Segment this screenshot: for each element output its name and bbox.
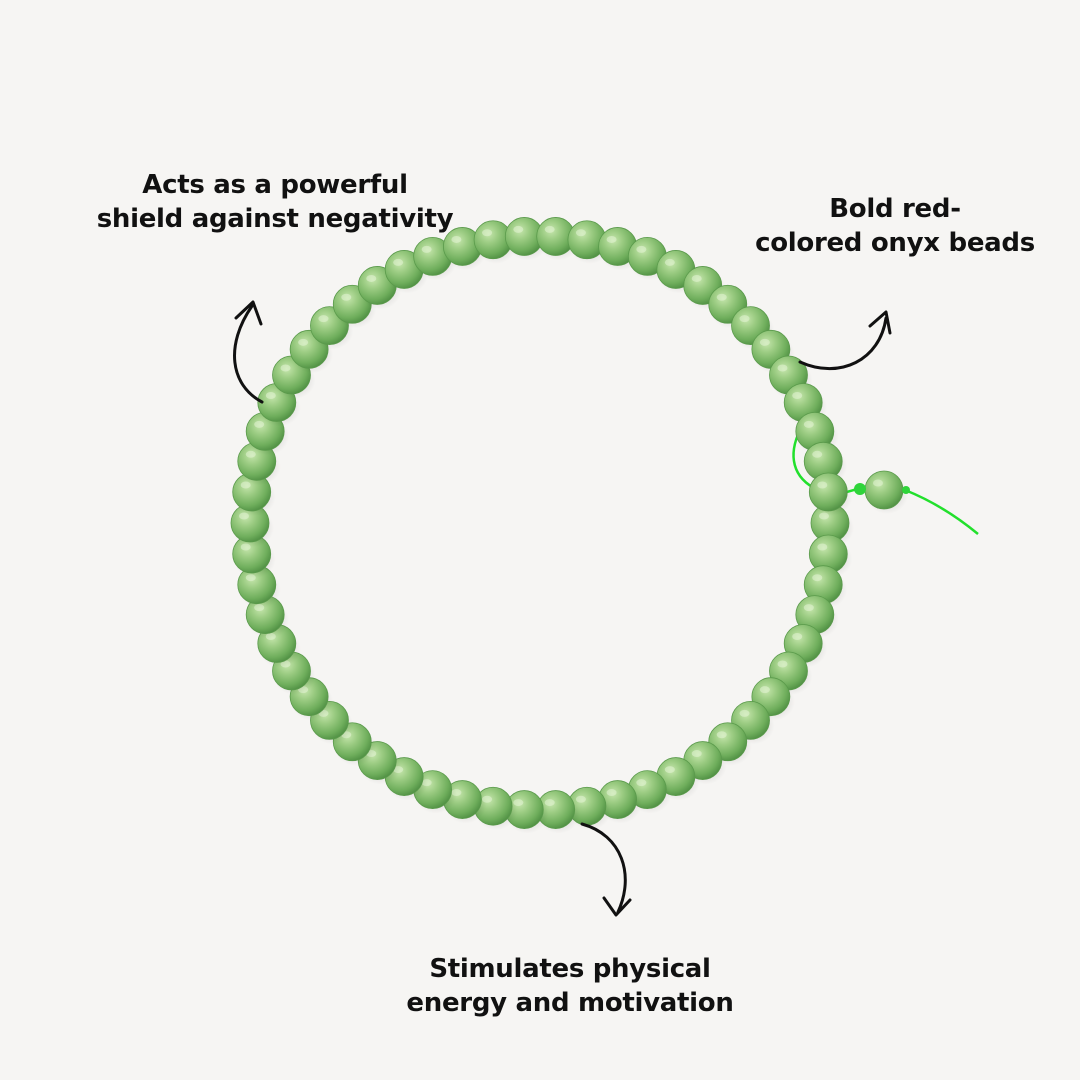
callout-onyx-line1: Bold red- xyxy=(829,194,961,224)
bead-highlight xyxy=(575,229,586,237)
thread-knot xyxy=(854,483,866,495)
bead-highlight xyxy=(393,258,404,266)
bead-highlight xyxy=(544,799,555,807)
bead-highlight xyxy=(482,229,493,237)
guru-bead xyxy=(864,470,904,510)
bead-highlight xyxy=(817,543,828,551)
bead-highlight xyxy=(341,293,352,301)
bead-highlight xyxy=(812,450,823,458)
bead-highlight xyxy=(739,709,750,717)
bead-highlight xyxy=(803,420,814,428)
bead-highlight xyxy=(691,750,702,758)
jade-bead xyxy=(808,472,848,512)
callout-onyx-line2: colored onyx beads xyxy=(755,228,1035,258)
callout-shield-line1: Acts as a powerful xyxy=(142,170,408,200)
bead-highlight xyxy=(265,391,276,399)
bead-highlight xyxy=(716,293,727,301)
bead-highlight xyxy=(759,338,770,346)
callout-energy: Stimulates physical energy and motivatio… xyxy=(380,952,760,1020)
bead-highlight xyxy=(777,364,788,372)
bead-highlight xyxy=(298,338,309,346)
bead-highlight xyxy=(812,574,823,582)
bead-ring xyxy=(230,217,908,834)
bead-highlight xyxy=(254,420,265,428)
bead-highlight xyxy=(636,245,647,253)
bead-highlight xyxy=(421,245,432,253)
callout-shield: Acts as a powerful shield against negati… xyxy=(80,168,470,236)
bead-highlight xyxy=(513,799,524,807)
thread-end-lower xyxy=(904,488,979,535)
bead-highlight xyxy=(606,789,617,797)
bead-highlight xyxy=(873,479,883,487)
callout-onyx: Bold red- colored onyx beads xyxy=(730,192,1060,260)
curved-arrow-up-icon xyxy=(233,300,264,404)
bead-highlight xyxy=(664,258,675,266)
bead-highlight xyxy=(691,274,702,282)
bead-highlight xyxy=(245,450,256,458)
curved-arrow-down-icon xyxy=(580,822,632,917)
bead-highlight xyxy=(803,604,814,612)
thread-knot-small xyxy=(902,486,910,494)
curved-arrow-right-icon xyxy=(798,310,892,371)
callout-shield-line2: shield against negativity xyxy=(96,204,454,234)
bead-highlight xyxy=(759,686,770,694)
bead-highlight xyxy=(544,225,555,233)
bead-highlight xyxy=(451,235,462,243)
callout-energy-line2: energy and motivation xyxy=(406,988,734,1018)
bead-highlight xyxy=(716,731,727,739)
bead-highlight xyxy=(280,364,291,372)
bead-highlight xyxy=(777,660,788,668)
bead-highlight xyxy=(792,633,803,641)
bead-highlight xyxy=(739,315,750,323)
bead-highlight xyxy=(792,391,803,399)
bead-highlight xyxy=(606,235,617,243)
bead-highlight xyxy=(513,225,524,233)
bead-highlight xyxy=(366,274,377,282)
callout-energy-line1: Stimulates physical xyxy=(429,954,711,984)
bead-highlight xyxy=(240,481,251,489)
bead-highlight xyxy=(318,315,329,323)
bead-highlight xyxy=(636,779,647,787)
bead-highlight xyxy=(664,766,675,774)
bead-highlight xyxy=(817,481,828,489)
bead-highlight xyxy=(575,795,586,803)
